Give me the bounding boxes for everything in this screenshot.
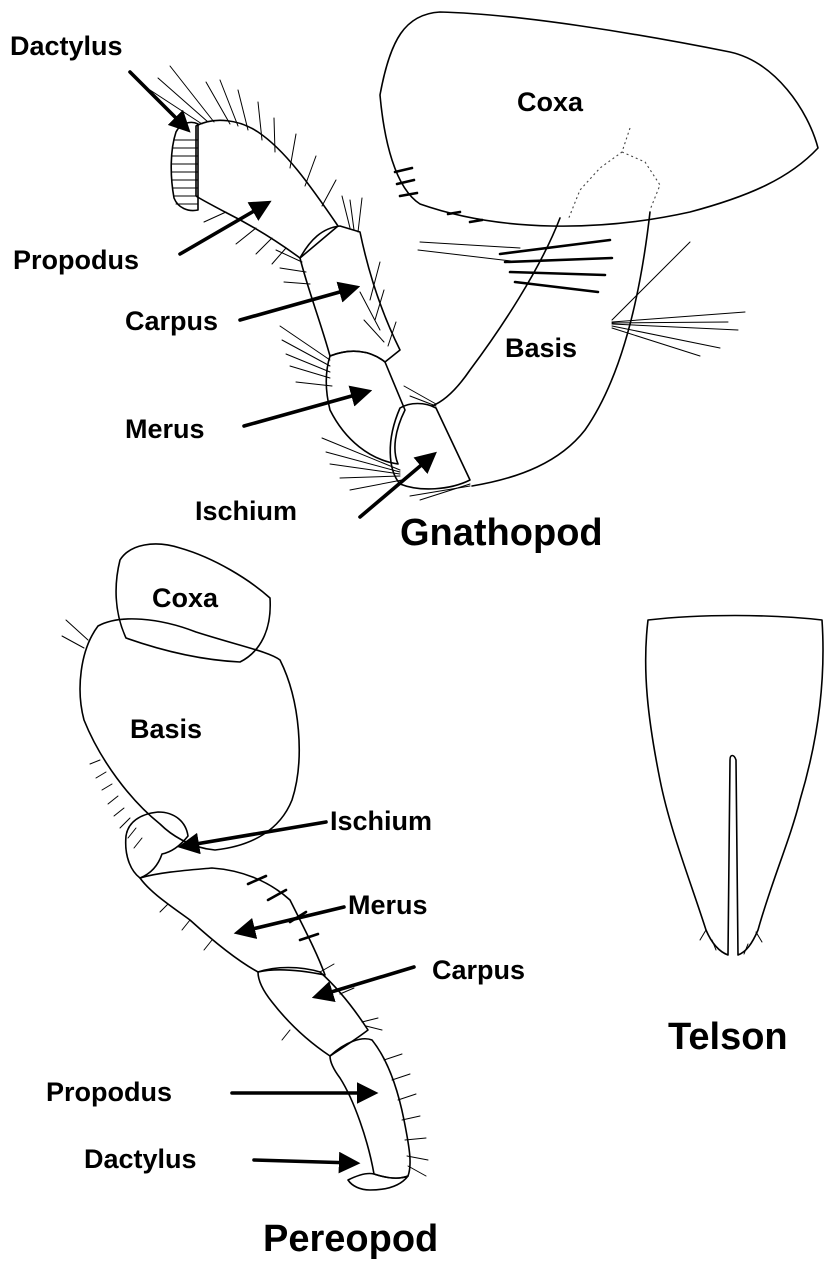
- pereopod-dactylus-label: Dactylus: [84, 1144, 197, 1174]
- gnathopod-title: Gnathopod: [400, 512, 603, 554]
- gnathopod-basis-setae: [418, 240, 745, 356]
- gnathopod-coxa-outline: [380, 12, 818, 226]
- pereopod-ischium-arrow: [184, 822, 326, 846]
- telson-outline: [646, 616, 823, 956]
- gnathopod-merus-label: Merus: [125, 414, 205, 444]
- pereopod-dactylus-outline: [348, 1173, 408, 1190]
- pereopod-carpus-label: Carpus: [432, 955, 525, 985]
- gnathopod-merus-arrow: [244, 392, 366, 426]
- gnathopod-propodus-setae: [150, 66, 336, 264]
- gnathopod-dactylus-outline: [171, 122, 198, 210]
- gnathopod-dactylus-label: Dactylus: [10, 31, 123, 61]
- gnathopod-basis-label: Basis: [505, 333, 577, 363]
- pereopod-basis-label: Basis: [130, 714, 202, 744]
- pereopod-propodus-label: Propodus: [46, 1077, 172, 1107]
- gnathopod-coxa-suture: [568, 128, 630, 220]
- gnathopod-carpus-setae: [276, 196, 396, 346]
- pereopod-merus-outline: [140, 868, 325, 975]
- gnathopod-ischium-setae: [322, 386, 470, 500]
- gnathopod-coxa-label: Coxa: [517, 87, 584, 117]
- gnathopod-coxa-setae: [395, 168, 482, 222]
- pereopod-title: Pereopod: [263, 1218, 438, 1260]
- gnathopod-propodus-label: Propodus: [13, 245, 139, 275]
- pereopod-propodus-outline: [330, 1039, 410, 1178]
- gnathopod-coxa-suture-2: [622, 152, 660, 210]
- gnathopod-ischium-label: Ischium: [195, 496, 297, 526]
- pereopod-ischium-label: Ischium: [330, 806, 432, 836]
- gnathopod-merus-outline: [326, 351, 405, 464]
- gnathopod-drawing: [150, 12, 818, 500]
- telson-drawing: [646, 616, 823, 956]
- gnathopod-carpus-arrow: [240, 288, 354, 320]
- pereopod-merus-setae: [160, 876, 318, 950]
- pereopod-dactylus-arrow: [254, 1160, 354, 1163]
- gnathopod-dactylus-striations: [172, 140, 198, 204]
- telson-title: Telson: [668, 1016, 788, 1058]
- pereopod-coxa-label: Coxa: [152, 583, 219, 613]
- pereopod-carpus-arrow: [318, 967, 414, 996]
- pereopod-merus-label: Merus: [348, 890, 428, 920]
- pereopod-arrows: [184, 822, 414, 1163]
- pereopod-carpus-outline: [258, 968, 368, 1057]
- gnathopod-carpus-label: Carpus: [125, 306, 218, 336]
- gnathopod-dactylus-arrow: [130, 72, 186, 128]
- pereopod-merus-arrow: [240, 907, 344, 932]
